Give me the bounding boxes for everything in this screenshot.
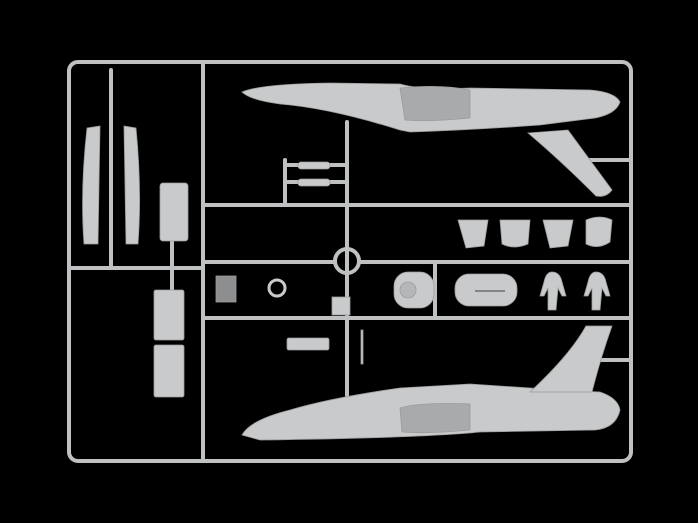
small-block-part: [215, 275, 237, 303]
canopy-frame: [399, 86, 471, 122]
antenna-part: [360, 329, 364, 365]
plate-part: [454, 273, 518, 307]
intake-part-2: [499, 219, 531, 248]
drop-tank-2: [297, 178, 331, 187]
wheel-hub: [399, 281, 417, 299]
pod-part: [286, 337, 330, 351]
intake-part-3: [542, 219, 574, 249]
canopy-part-right: [123, 125, 140, 245]
tail-fin: [528, 325, 613, 393]
wing-fin-top: [526, 129, 613, 197]
ejection-seat-lower: [153, 344, 185, 398]
ejection-seat-upper: [153, 289, 185, 341]
intake-part-4: [585, 216, 613, 247]
canopy-part-left: [82, 125, 101, 245]
ring-part: [267, 278, 287, 298]
runner-ring: [333, 247, 361, 275]
drop-tank-1: [297, 161, 331, 170]
pilot-figure-2: [583, 271, 611, 311]
intake-part-1: [457, 219, 489, 249]
textured-part: [331, 296, 351, 316]
pilot-figure-1: [539, 271, 567, 311]
instrument-panel: [159, 182, 189, 242]
intake: [399, 403, 471, 434]
